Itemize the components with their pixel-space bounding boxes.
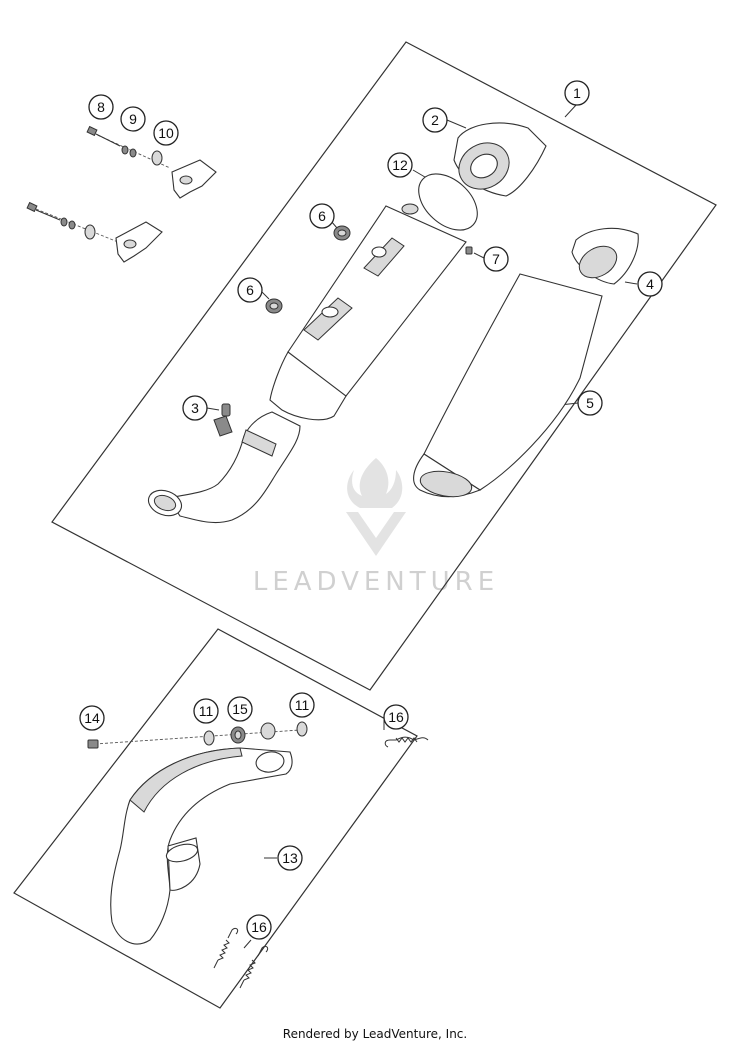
callout-16-top: 16 bbox=[383, 704, 409, 730]
callout-14: 14 bbox=[79, 705, 105, 731]
callout-8: 8 bbox=[88, 94, 114, 120]
callout-11-right: 11 bbox=[289, 692, 315, 718]
svg-text:11: 11 bbox=[199, 703, 214, 719]
callout-11-left: 11 bbox=[193, 698, 219, 724]
grommet-header bbox=[230, 726, 246, 744]
gasket-ring bbox=[418, 173, 478, 231]
svg-text:15: 15 bbox=[232, 701, 248, 717]
rubber-grommet-upper bbox=[333, 225, 351, 241]
callout-10: 10 bbox=[153, 120, 179, 146]
svg-text:11: 11 bbox=[295, 697, 310, 713]
spring-bottom-right bbox=[239, 945, 269, 989]
washer-upper-small bbox=[121, 145, 137, 158]
callout-16-bottom: 16 bbox=[246, 914, 272, 940]
callout-13: 13 bbox=[277, 845, 303, 871]
rubber-grommet-lower bbox=[265, 298, 283, 314]
clamp-bolt bbox=[213, 403, 233, 437]
callout-1: 1 bbox=[564, 80, 590, 106]
svg-text:6: 6 bbox=[246, 282, 254, 298]
callout-5: 5 bbox=[577, 390, 603, 416]
spring-bottom-left bbox=[213, 927, 239, 969]
callout-4: 4 bbox=[637, 271, 663, 297]
bolt-header bbox=[87, 739, 99, 749]
svg-text:12: 12 bbox=[392, 157, 408, 173]
bolt-lower bbox=[26, 201, 61, 221]
callout-6-lower: 6 bbox=[237, 277, 263, 303]
mounting-bracket-upper bbox=[171, 159, 217, 199]
svg-text:14: 14 bbox=[84, 710, 100, 726]
callout-6-upper: 6 bbox=[309, 203, 335, 229]
header-pipe bbox=[110, 747, 293, 945]
link-pipe bbox=[147, 411, 301, 524]
svg-text:5: 5 bbox=[586, 395, 594, 411]
svg-text:8: 8 bbox=[97, 99, 105, 115]
watermark-text: LEADVENTURE bbox=[253, 567, 499, 597]
spring-top bbox=[384, 736, 429, 748]
washers-lower bbox=[60, 217, 96, 240]
svg-text:1: 1 bbox=[573, 85, 581, 101]
callout-2: 2 bbox=[422, 107, 448, 133]
group-frame-13 bbox=[13, 628, 418, 1009]
svg-text:16: 16 bbox=[251, 919, 267, 935]
svg-text:2: 2 bbox=[431, 112, 439, 128]
silencer-outer-sleeve bbox=[413, 273, 603, 498]
group-frame-1 bbox=[51, 41, 717, 691]
callout-7: 7 bbox=[483, 246, 509, 272]
screw-small bbox=[465, 246, 473, 255]
end-cap-lower bbox=[571, 227, 639, 285]
svg-text:6: 6 bbox=[318, 208, 326, 224]
mounting-bracket-lower bbox=[115, 221, 163, 263]
svg-text:13: 13 bbox=[282, 850, 298, 866]
washer-header-right bbox=[260, 721, 308, 740]
callout-12: 12 bbox=[387, 152, 413, 178]
svg-text:3: 3 bbox=[191, 400, 199, 416]
watermark-flame-logo bbox=[346, 458, 406, 556]
footer-credit: Rendered by LeadVenture, Inc. bbox=[282, 1027, 468, 1041]
washer-header-left bbox=[203, 730, 215, 746]
callout-15: 15 bbox=[227, 696, 253, 722]
svg-text:7: 7 bbox=[492, 251, 500, 267]
callout-3: 3 bbox=[182, 395, 208, 421]
washer-upper-large bbox=[151, 150, 163, 166]
svg-text:9: 9 bbox=[129, 111, 137, 127]
silencer-body bbox=[269, 203, 467, 421]
end-cap-upper bbox=[453, 122, 547, 197]
bolt-upper bbox=[86, 125, 121, 147]
svg-text:10: 10 bbox=[158, 125, 174, 141]
svg-text:4: 4 bbox=[646, 276, 654, 292]
svg-text:16: 16 bbox=[388, 709, 404, 725]
callout-9: 9 bbox=[120, 106, 146, 132]
